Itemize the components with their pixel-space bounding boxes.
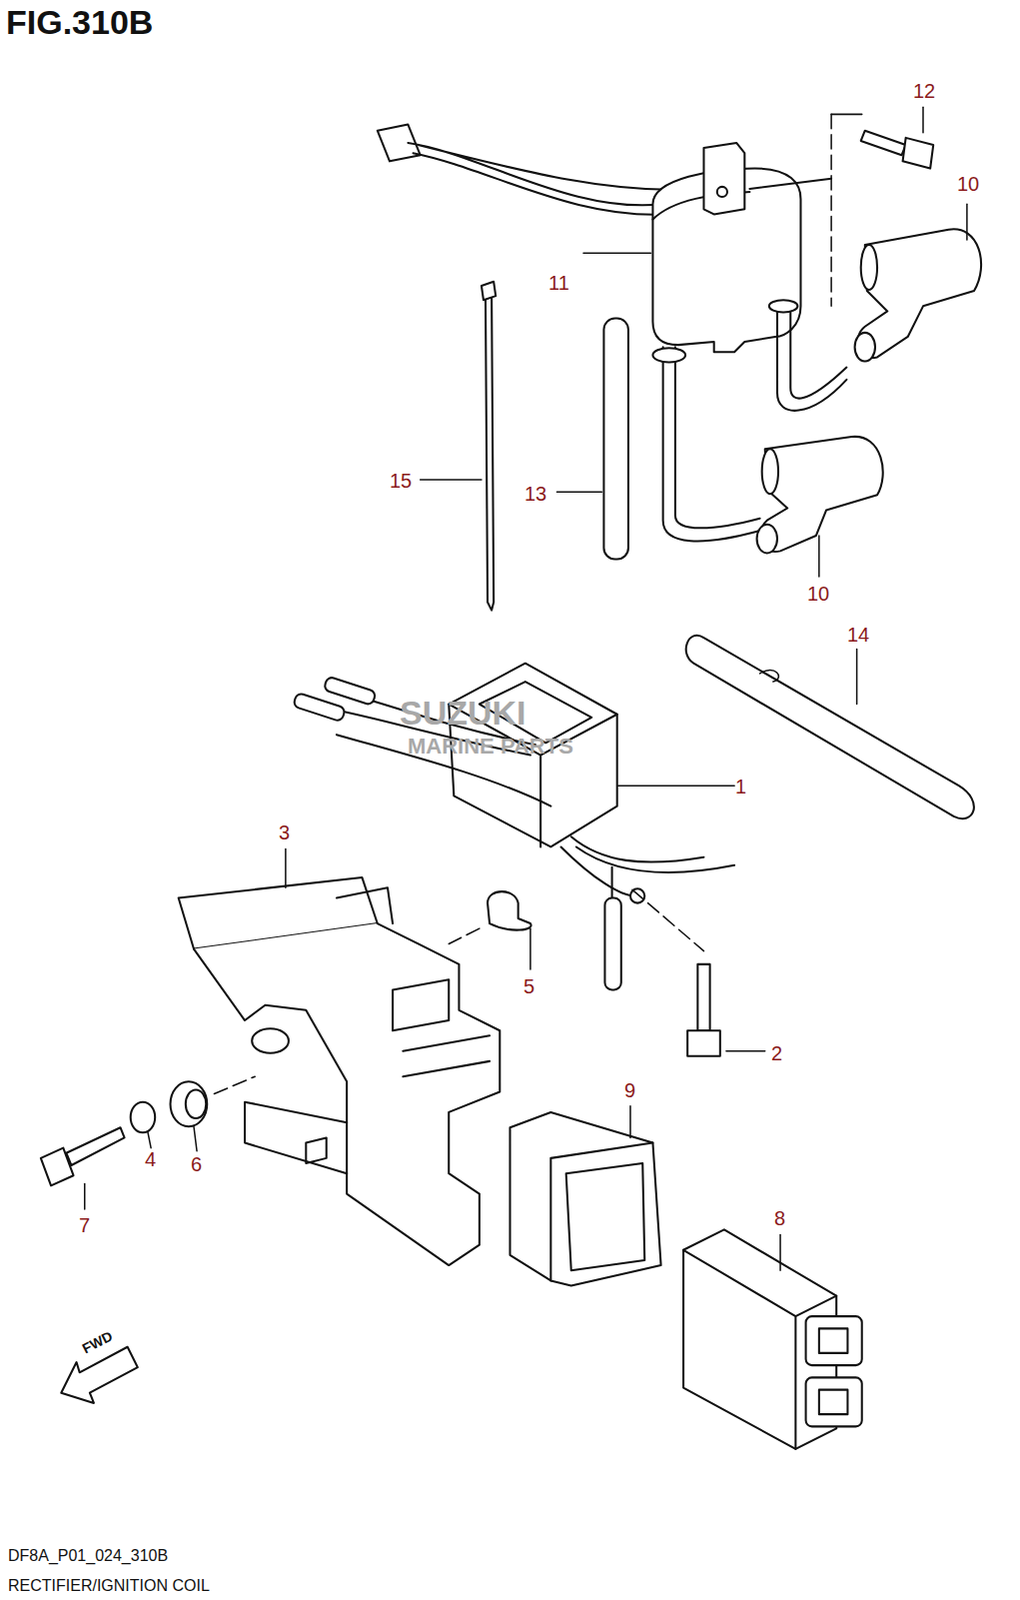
bracket	[178, 877, 501, 1265]
callout-number: 11	[548, 271, 570, 294]
direction-label: FWD	[79, 1328, 115, 1357]
leader-line	[84, 106, 968, 1270]
callout-number: 5	[523, 975, 535, 998]
cable-tie	[481, 281, 496, 611]
washer	[130, 1101, 156, 1133]
figure-title: FIG.310B	[5, 3, 153, 41]
drawing-code: DF8A_P01_024_310B	[7, 1546, 168, 1565]
callout-number: 1	[735, 775, 747, 798]
callout-number: 9	[624, 1078, 636, 1101]
watermark: MARINE PARTS	[407, 734, 574, 759]
plug-cap	[757, 436, 884, 554]
callout-number: 10	[807, 582, 830, 605]
callout-number: 13	[524, 482, 547, 505]
bolt	[687, 964, 721, 1056]
watermark: SUZUKI	[399, 694, 527, 732]
callout-number: 15	[389, 469, 412, 492]
callout-number: 12	[913, 79, 936, 102]
tube	[603, 318, 629, 560]
callout-number: 2	[771, 1041, 783, 1064]
callout-number: 6	[190, 1152, 202, 1175]
callout-number: 7	[78, 1213, 90, 1236]
callout-number: 4	[144, 1147, 156, 1170]
grommet	[170, 1075, 256, 1126]
plug-cap	[855, 228, 982, 361]
ecu-module	[683, 1228, 863, 1449]
callout-number: 14	[847, 623, 870, 646]
figure-caption: RECTIFIER/IGNITION COIL	[7, 1576, 210, 1595]
callout-number: 3	[278, 821, 290, 844]
sleeve	[686, 635, 975, 819]
cover	[510, 1111, 662, 1286]
grommet	[448, 891, 531, 944]
bolt	[40, 1126, 125, 1185]
callout-number: 10	[957, 172, 980, 195]
bolt	[831, 113, 934, 168]
callout-number: 8	[774, 1206, 786, 1229]
fwd-arrow	[60, 1346, 138, 1403]
